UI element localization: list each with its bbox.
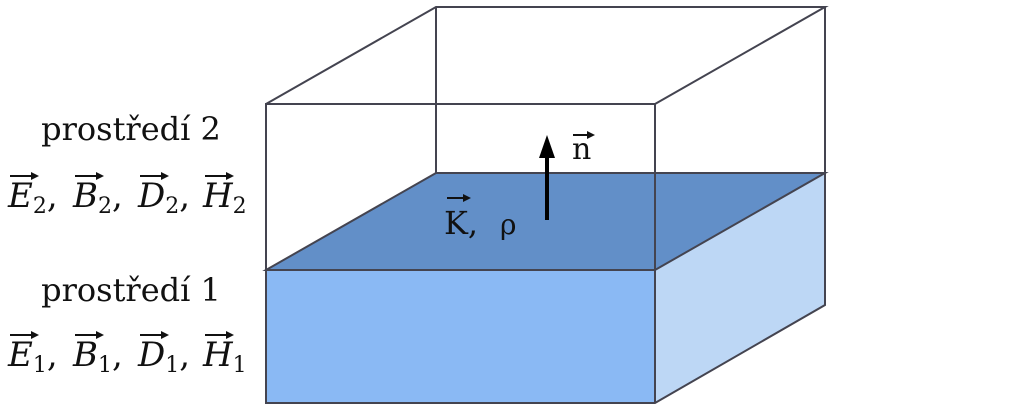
medium-1-name: prostředí 1 (41, 271, 221, 309)
box-edges (262, 6, 829, 404)
medium-2-field-b-text: B2, (72, 176, 123, 219)
medium-2-field-d-text: D2, (137, 176, 190, 219)
medium-2-name: prostředí 2 (41, 110, 221, 148)
surface-current-text: K, (444, 204, 478, 242)
lower-box-front-face (266, 270, 655, 403)
medium-1-field-h: H1 (202, 331, 247, 378)
medium-1-field-e: E1, (7, 331, 58, 378)
medium-1-field-e-text: E1, (7, 335, 58, 378)
medium-1-field-b-text: B1, (72, 335, 123, 378)
lower-box-side-face (655, 173, 825, 403)
medium-2-field-d: D2, (137, 172, 190, 219)
upper-box-top-outline (265, 6, 829, 105)
normal-label-text: n (572, 132, 591, 167)
medium-2-field-b: B2, (72, 172, 123, 219)
medium-2-field-h-text: H2 (202, 176, 247, 219)
charge-density-text: ρ (500, 208, 516, 241)
medium-2-field-e: E2, (7, 172, 58, 219)
normal-label: n (572, 131, 595, 167)
medium-2-field-h: H2 (202, 172, 247, 219)
upper-box-front-outline (265, 103, 656, 270)
medium-1-field-h-text: H1 (202, 335, 247, 378)
interface-plane (266, 173, 825, 270)
medium-2-fields: E2, B2, D2, H2 (7, 172, 247, 219)
medium-1-fields: E1, B1, D1, H1 (7, 331, 247, 378)
medium-1-field-d: D1, (137, 331, 190, 378)
medium-1-field-b: B1, (72, 331, 123, 378)
surface-current-label: K, ρ (444, 194, 516, 242)
normal-vector-arrow (539, 135, 555, 220)
medium-1-field-d-text: D1, (137, 335, 190, 378)
medium-2-field-e-text: E2, (7, 176, 58, 219)
